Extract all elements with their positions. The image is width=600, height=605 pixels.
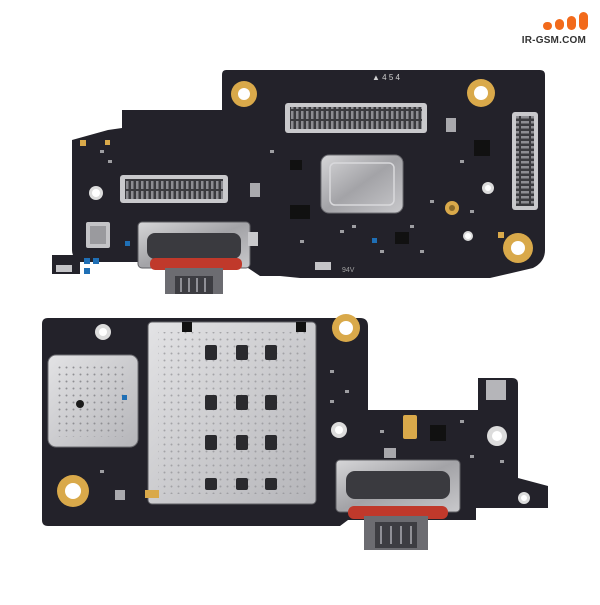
logo-text: IR-GSM.COM	[521, 35, 586, 46]
top-board: ▲ 4 5 4 94V	[52, 70, 545, 294]
smd-components-b	[100, 370, 506, 500]
microphone-shield-b	[47, 354, 139, 448]
mount-hole-bottom-right	[503, 233, 533, 263]
smd-components	[56, 118, 504, 274]
brand-logo: IR-GSM.COM	[510, 8, 590, 48]
sim-card-tray	[147, 321, 317, 505]
microphone-shield	[320, 154, 404, 214]
board-connector-main	[285, 103, 427, 133]
usb-c-port-bottom	[335, 459, 461, 550]
board-connector-vertical	[512, 112, 538, 210]
mount-hole-top-right	[467, 79, 495, 107]
usb-c-port-top	[137, 221, 251, 294]
small-hole-b	[95, 324, 530, 504]
pcb-code: 94V	[342, 267, 355, 274]
silkscreen-marking: ▲ 4 5 4	[372, 73, 400, 82]
logo-mark-icon	[543, 12, 588, 30]
small-hole	[89, 182, 494, 241]
mount-hole-top-left	[231, 81, 257, 107]
bottom-board	[42, 314, 548, 550]
board-connector-left	[120, 175, 228, 203]
mount-hole-bottom-left-b	[57, 475, 89, 507]
mount-hole-top-right-b	[332, 314, 360, 342]
